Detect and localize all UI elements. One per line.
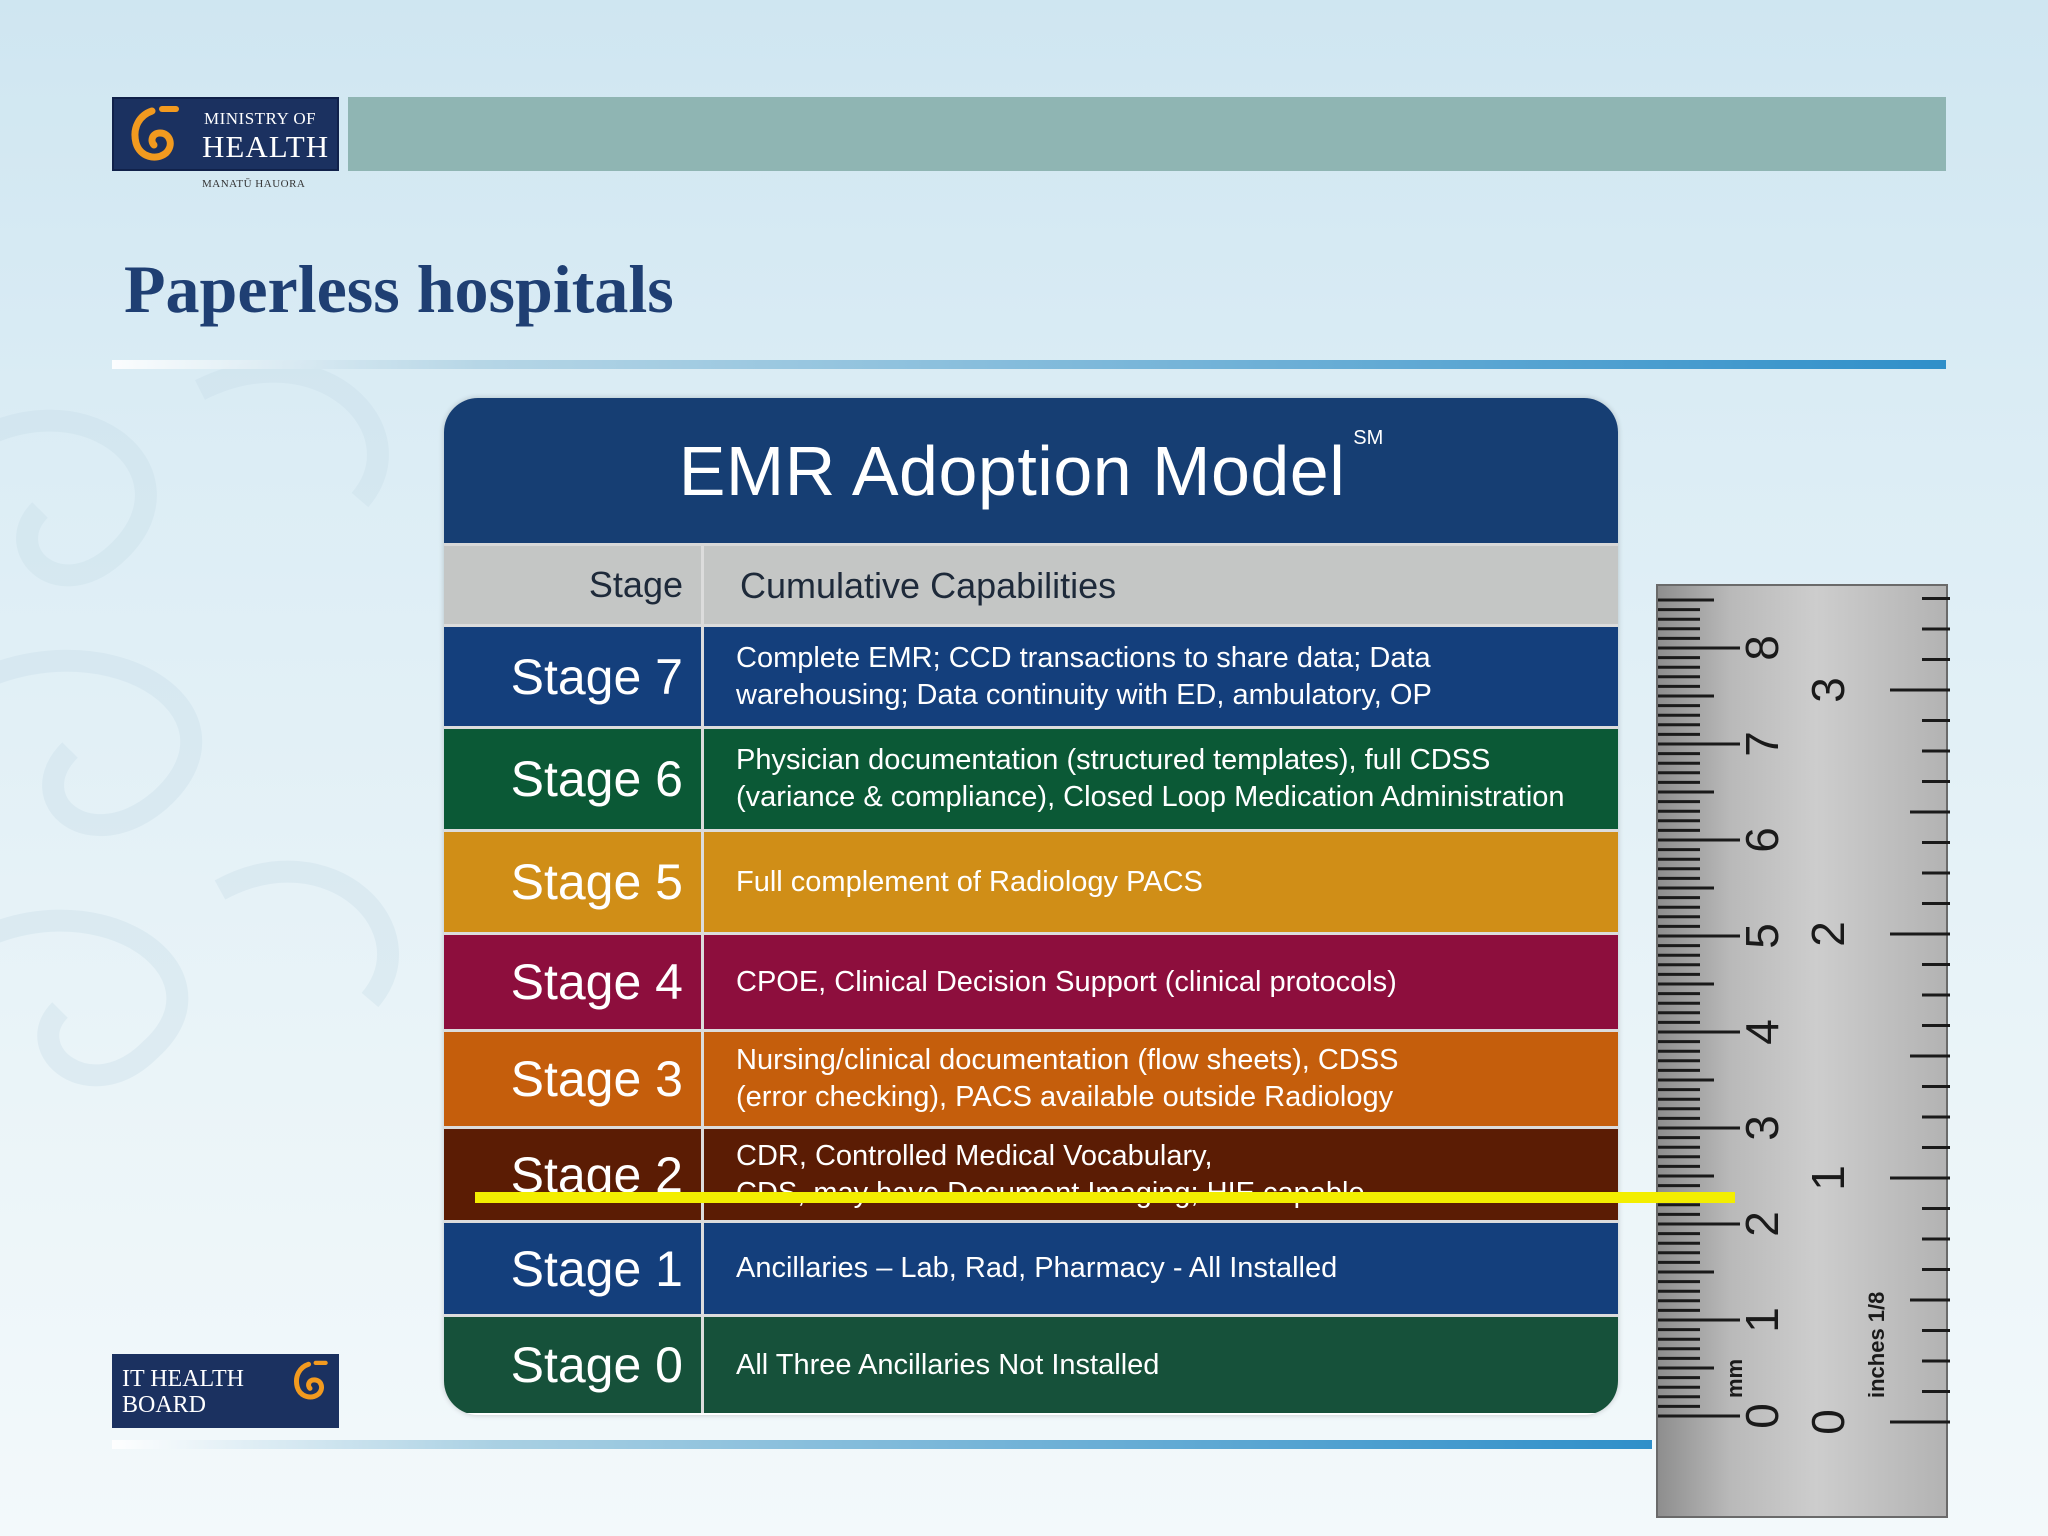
- table-header-row: Stage Cumulative Capabilities: [444, 546, 1618, 627]
- it-logo-line2: BOARD: [122, 1392, 207, 1418]
- ruler-inch-number: 1: [1802, 1165, 1854, 1191]
- table-row: Stage 4 CPOE, Clinical Decision Support (…: [444, 935, 1618, 1032]
- ruler-cm-number: 4: [1736, 1019, 1788, 1045]
- emr-service-mark: SM: [1353, 427, 1384, 449]
- ruler-inch-number: 0: [1802, 1409, 1854, 1435]
- it-logo-line1: IT HEALTH: [122, 1366, 244, 1392]
- emr-stage-rows: Stage 7 Complete EMR; CCD transactions to…: [444, 627, 1618, 1413]
- capabilities-text: Physician documentation (structured temp…: [704, 729, 1618, 829]
- logo-text-ministry: MINISTRY OF: [204, 109, 317, 128]
- ruler-cm-number: 7: [1736, 731, 1788, 757]
- ruler-inch-number: 3: [1802, 677, 1854, 703]
- stage-label: Stage 6: [444, 729, 704, 829]
- ministry-of-health-logo: MINISTRY OF HEALTH: [112, 97, 339, 171]
- capabilities-text: Nursing/clinical documentation (flow she…: [704, 1032, 1618, 1126]
- capabilities-text: CPOE, Clinical Decision Support (clinica…: [704, 935, 1618, 1029]
- header-bar: [348, 97, 1946, 171]
- ruler-inch-number: 2: [1802, 921, 1854, 947]
- capability-line: (error checking), PACS available outside…: [736, 1081, 1394, 1113]
- table-row: Stage 3 Nursing/clinical documentation (f…: [444, 1032, 1618, 1129]
- footer-divider: [112, 1440, 1652, 1449]
- emr-title: EMR Adoption Model: [678, 431, 1346, 510]
- yellow-highlight-line: [475, 1192, 1735, 1203]
- stage-label: Stage 0: [444, 1317, 704, 1413]
- capability-line: Full complement of Radiology PACS: [736, 865, 1203, 898]
- stage-label: Stage 4: [444, 935, 704, 1029]
- ruler-inch-label: inches 1/8: [1864, 1292, 1889, 1398]
- table-row: Stage 0 All Three Ancillaries Not Install…: [444, 1317, 1618, 1413]
- ruler-cm-number: 0: [1736, 1403, 1788, 1429]
- table-row: Stage 1 Ancillaries – Lab, Rad, Pharmacy …: [444, 1223, 1618, 1317]
- koru-pattern-background: [0, 360, 399, 1087]
- capability-line: (variance & compliance), Closed Loop Med…: [736, 781, 1565, 813]
- table-row: Stage 7 Complete EMR; CCD transactions to…: [444, 627, 1618, 729]
- logo-text-health: HEALTH: [202, 129, 330, 164]
- stage-label: Stage 1: [444, 1223, 704, 1314]
- stage-label: Stage 5: [444, 832, 704, 932]
- capability-line: Nursing/clinical documentation (flow she…: [736, 1044, 1399, 1076]
- capability-line: CPOE, Clinical Decision Support (clinica…: [736, 965, 1397, 998]
- capability-line: Complete EMR; CCD transactions to share …: [736, 641, 1431, 674]
- ruler-cm-number: 2: [1736, 1211, 1788, 1237]
- koru-icon: [294, 1360, 328, 1400]
- stage-label: Stage 7: [444, 627, 704, 726]
- stage-label: Stage 2: [444, 1129, 704, 1220]
- ruler-cm-number: 6: [1736, 827, 1788, 853]
- ruler-mm-label: mm: [1722, 1359, 1747, 1398]
- capability-line: Ancillaries – Lab, Rad, Pharmacy - All I…: [736, 1252, 1338, 1284]
- title-divider: [112, 360, 1946, 369]
- koru-icon: [131, 106, 179, 161]
- table-row: Stage 6 Physician documentation (structur…: [444, 729, 1618, 832]
- capability-line: All Three Ancillaries Not Installed: [736, 1348, 1160, 1381]
- emr-adoption-model-table: EMR Adoption Model SM Stage Cumulative C…: [444, 398, 1618, 1415]
- capabilities-text: Full complement of Radiology PACS: [704, 832, 1618, 932]
- column-header-stage: Stage: [444, 546, 704, 624]
- page-title: Paperless hospitals: [124, 251, 674, 327]
- logo-subtitle: MANATŪ HAUORA: [202, 178, 306, 190]
- table-row: Stage 5 Full complement of Radiology PACS: [444, 832, 1618, 935]
- capability-line: CDR, Controlled Medical Vocabulary,: [736, 1139, 1213, 1172]
- ruler-cm-number: 3: [1736, 1115, 1788, 1141]
- column-header-capabilities: Cumulative Capabilities: [740, 564, 1117, 606]
- emr-header: EMR Adoption Model SM: [444, 398, 1618, 546]
- capabilities-text: Ancillaries – Lab, Rad, Pharmacy - All I…: [704, 1223, 1618, 1314]
- ruler-cm-number: 1: [1736, 1307, 1788, 1333]
- capability-line: Physician documentation (structured temp…: [736, 744, 1491, 776]
- ruler-cm-number: 5: [1736, 923, 1788, 949]
- stage-label: Stage 3: [444, 1032, 704, 1126]
- capabilities-text: CDR, Controlled Medical Vocabulary,CDS, …: [704, 1129, 1618, 1220]
- capabilities-text: All Three Ancillaries Not Installed: [704, 1317, 1618, 1413]
- capability-line: warehousing; Data continuity with ED, am…: [736, 678, 1432, 711]
- ruler-cm-number: 8: [1736, 635, 1788, 661]
- capabilities-text: Complete EMR; CCD transactions to share …: [704, 627, 1618, 726]
- it-health-board-logo: IT HEALTH BOARD: [112, 1354, 339, 1428]
